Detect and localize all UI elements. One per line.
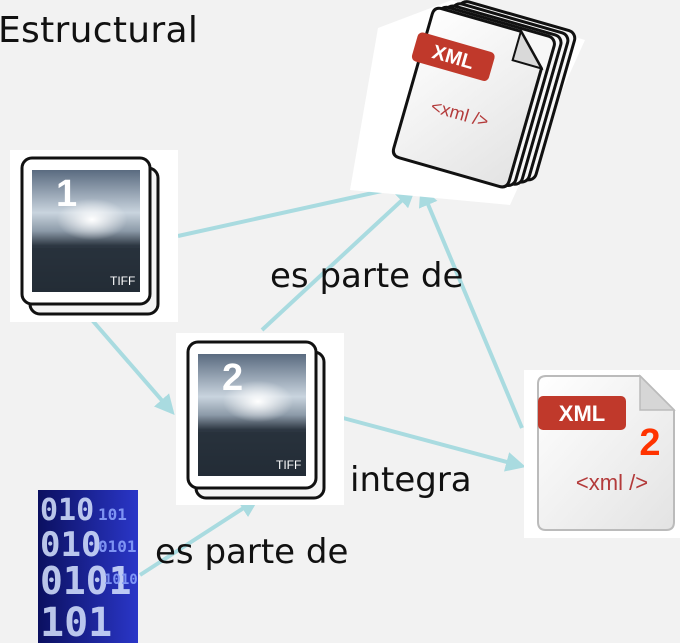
label-es-parte-de-top: es parte de [270,256,464,296]
svg-text:1010: 1010 [104,572,138,588]
svg-text:010: 010 [40,525,101,565]
arrow-tiff2-to-xml-single [342,416,526,472]
arrow-binary-to-tiff2 [138,497,260,577]
tiff1-number: 1 [56,173,77,215]
xml-single-number: 2 [639,422,660,464]
xml-single-badge: XML [559,401,605,426]
svg-text:0101: 0101 [40,559,132,603]
diagram-title: Estructural [0,10,199,51]
arrow-tiff2-to-xml-stack [260,187,416,332]
tiff-document-2: 2 TIFF [176,333,344,505]
svg-text:010: 010 [40,493,94,528]
arrow-tiff1-to-tiff2 [90,318,175,416]
svg-text:0101: 0101 [98,537,137,556]
tiff2-format: TIFF [276,458,301,472]
arrow-xml-single-to-xml-stack [418,186,524,429]
tiff1-format: TIFF [110,274,135,288]
binary-data-image: 010 010 0101 101 101 0101 1010 [38,490,138,643]
xml-document-single: XML 2 <xml /> [524,370,680,538]
label-es-parte-de-bottom: es parte de [155,532,349,572]
svg-text:101: 101 [40,600,112,643]
label-integra: integra [350,460,472,500]
svg-text:101: 101 [98,505,127,524]
xml-single-tag: <xml /> [576,470,648,495]
xml-document-stack: XML <xml /> [350,0,585,205]
tiff2-number: 2 [222,357,243,399]
tiff-document-1: 1 TIFF [10,150,178,322]
